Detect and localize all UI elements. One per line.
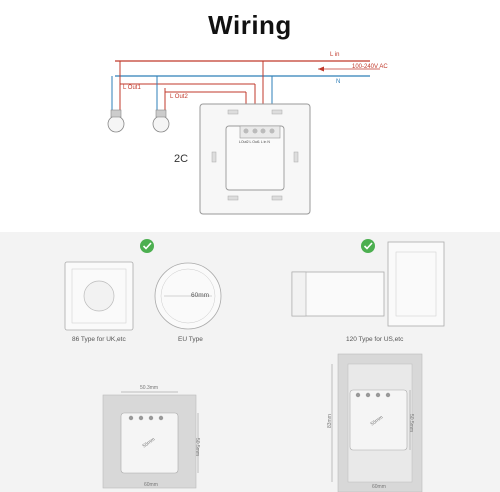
voltage-arrowhead [318,66,324,72]
us-inner-height-dim: 50.5mm [408,414,414,433]
neutral-label: N [336,79,341,85]
us-box [291,241,445,327]
voltage-label: 100-240V AC [352,64,388,70]
terminal-labels: LOut2 L Out1 L in N [239,140,270,144]
lamp-icon-2 [152,109,170,133]
line-in-label: L in [330,52,340,58]
wiring-section: Wiring [0,0,500,232]
us-bottom-dim: 60mm [372,484,386,490]
out2-label: L Out2 [170,94,188,100]
lamp-icon-1 [107,109,125,133]
box-compatibility-diagram [64,239,445,492]
eu-caption: EU Type [178,336,203,343]
check-icon-right [361,239,375,253]
out1-label: L Out1 [123,85,141,91]
us-caption: 120 Type for US,etc [346,336,404,343]
uk-height-dim: 50.5mm [194,438,200,457]
mode-label: 2C [174,153,189,165]
wiring-diagram [107,60,380,215]
compatibility-section: 86 Type for UK,etc EU Type 60mm 120 Type… [0,232,500,492]
eu-dimension: 60mm [191,292,210,299]
uk-bottom-dim: 60mm [144,482,158,488]
us-height-dim: 83mm [327,414,333,428]
uk-caption: 86 Type for UK,etc [72,336,126,343]
check-icon-left [140,239,154,253]
page-title: Wiring [208,10,292,40]
uk-width-dim: 50.3mm [140,385,159,391]
